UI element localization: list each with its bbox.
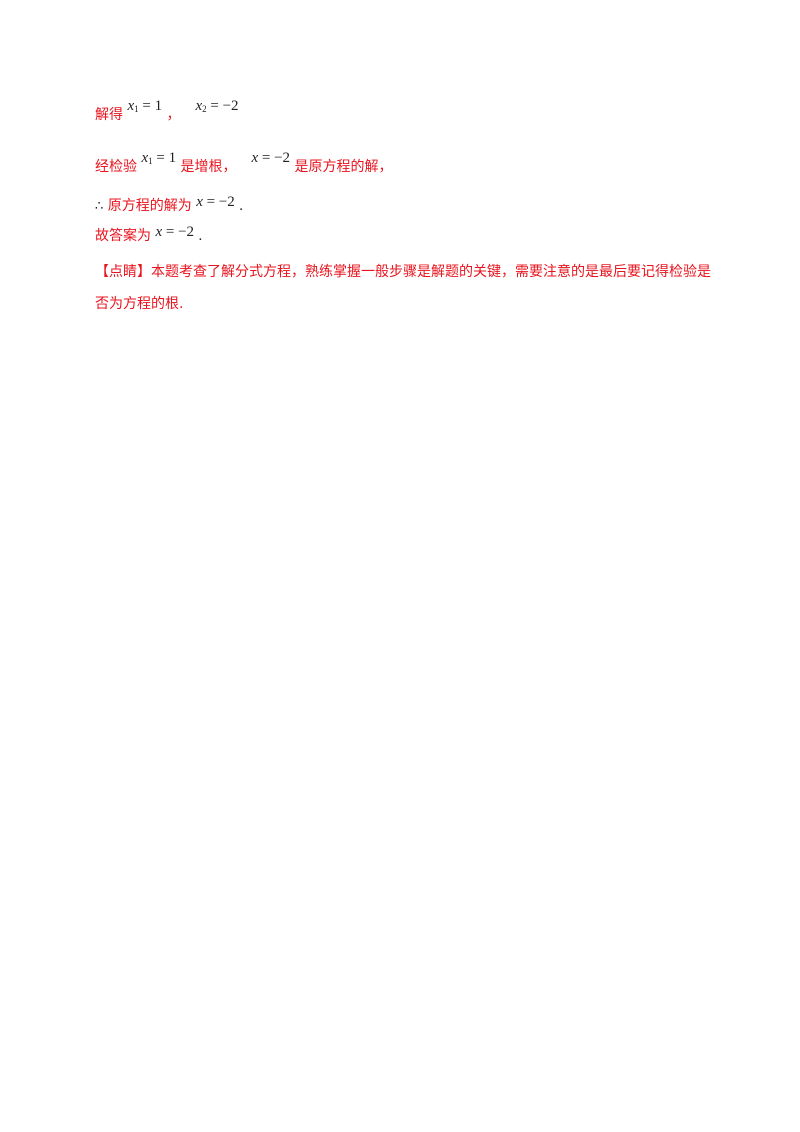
solve-prefix: 解得: [95, 107, 123, 123]
answer-expression: x = −2: [155, 224, 195, 240]
valid-root-expression: x = −2: [251, 150, 291, 166]
answer-line: 故答案为 x = −2 .: [95, 224, 203, 246]
root-x2-expression: x2 = −2: [195, 98, 239, 114]
period: .: [239, 198, 243, 214]
therefore-symbol: ∴: [95, 199, 104, 214]
solution-expression: x = −2: [196, 194, 235, 210]
solution-line: 解得 x1 = 1 ， x2 = −2: [95, 98, 239, 128]
extraneous-root-text: 是增根，: [180, 159, 237, 175]
period: .: [198, 228, 203, 244]
root-x1-expression: x1 = 1: [127, 98, 163, 114]
answer-text: 故答案为: [95, 228, 151, 244]
verification-line: 经检验 x1 = 1 是增根， x = −2 是原方程的解，: [95, 150, 393, 180]
extraneous-root-expression: x1 = 1: [141, 150, 177, 166]
comma-separator: ，: [166, 107, 181, 123]
verify-prefix: 经检验: [95, 159, 137, 175]
comment-paragraph: 【点睛】本题考查了解分式方程，熟练掌握一般步骤是解题的关键，需要注意的是最后要记…: [95, 264, 711, 312]
conclusion-text: 原方程的解为: [107, 198, 192, 214]
valid-root-text: 是原方程的解，: [294, 159, 393, 175]
conclusion-line: ∴ 原方程的解为 x = −2 .: [95, 194, 243, 217]
